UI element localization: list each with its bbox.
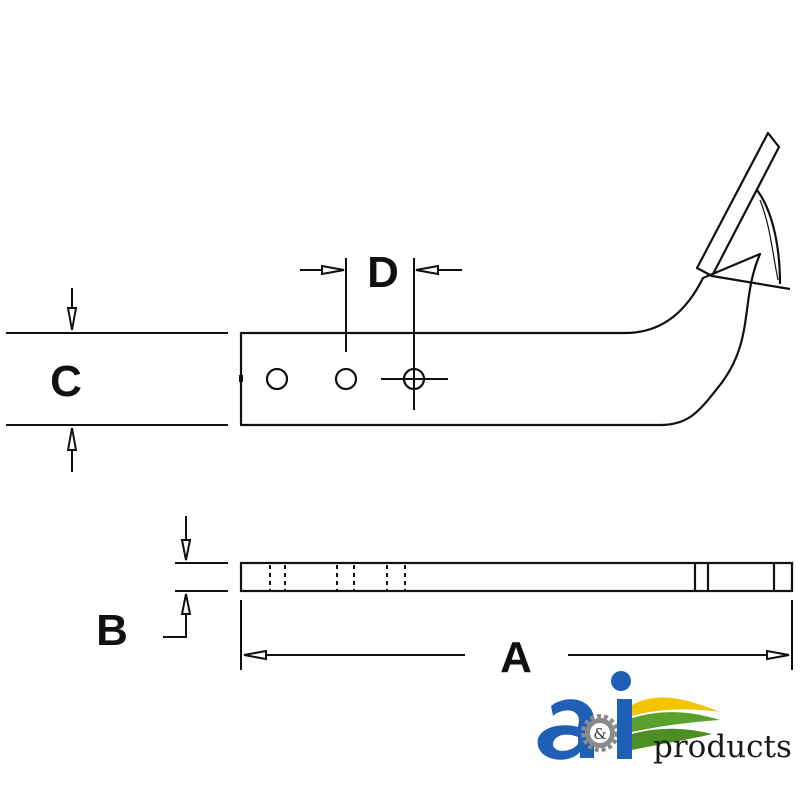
dimension-a-label: A — [500, 633, 532, 682]
logo-letter-i-stem — [617, 699, 632, 759]
shank-top-view — [239, 561, 794, 593]
top-view-bar — [239, 561, 794, 593]
dimension-d-arrow-left — [321, 264, 345, 276]
ai-products-logo: & products — [537, 671, 792, 765]
dimension-a — [240, 600, 793, 670]
dimension-d-arrow-right — [415, 264, 439, 276]
gear-icon — [581, 714, 619, 752]
logo-letter-i-dot — [611, 671, 631, 691]
hole-crosshair — [381, 350, 448, 410]
bolt-hole-1 — [265, 367, 289, 391]
dimension-d — [300, 258, 462, 352]
dimension-a-arrow-right — [766, 649, 790, 661]
dimension-c-arrow-bottom — [66, 427, 78, 451]
dimension-b-arrow-bottom — [180, 593, 192, 615]
dimension-b — [163, 516, 228, 638]
logo-wordmark: products — [653, 729, 792, 765]
shank-tip-outline — [695, 131, 781, 278]
dimension-a-arrow-left — [243, 649, 267, 661]
dimension-d-label: D — [367, 248, 399, 297]
dimension-b-arrow-top — [180, 539, 192, 561]
shank-side-view — [239, 131, 791, 427]
logo-letter-a — [537, 699, 594, 760]
dimension-b-label: B — [96, 606, 128, 655]
dimension-c-arrow-top — [66, 307, 78, 331]
bolt-hole-2 — [334, 367, 358, 391]
shank-tip-edge — [711, 274, 791, 291]
dimension-c — [6, 288, 228, 472]
shank-tip-back — [756, 189, 782, 285]
hidden-hole-lines — [269, 565, 406, 591]
dimension-b-leader-bottom — [163, 606, 187, 638]
field-stripes-icon — [632, 697, 720, 750]
logo-ampersand: & — [593, 725, 606, 743]
shank-tip-inner — [759, 199, 779, 281]
shank-body-outline — [239, 252, 762, 427]
dimension-c-label: C — [50, 357, 82, 406]
